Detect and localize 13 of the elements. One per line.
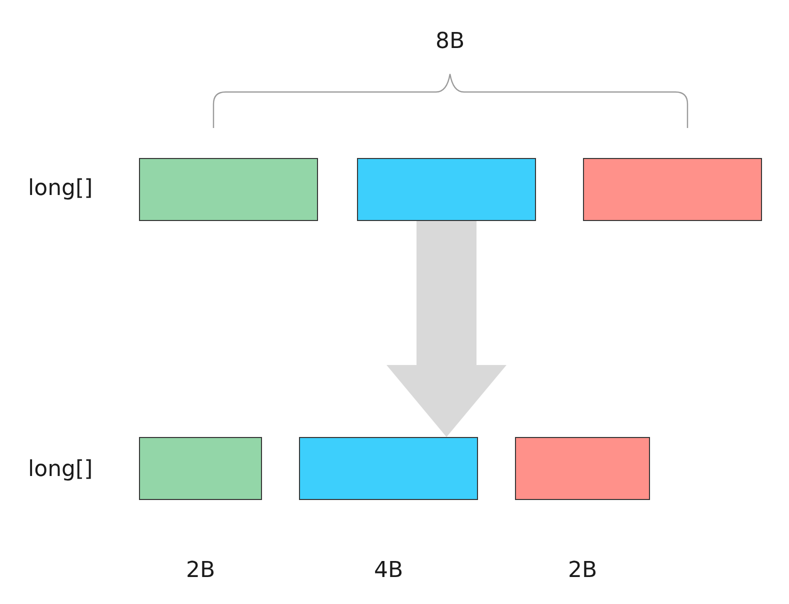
- row-label: long[]: [28, 457, 93, 483]
- size-label: 8B: [435, 29, 465, 55]
- memory-block: [139, 158, 318, 221]
- memory-block: [139, 437, 262, 500]
- size-label: 4B: [374, 558, 404, 584]
- block-arrow: [386, 221, 506, 437]
- row-label: long[]: [28, 176, 93, 202]
- memory-block: [583, 158, 762, 221]
- memory-block: [357, 158, 536, 221]
- memory-block: [515, 437, 650, 500]
- memory-block: [299, 437, 478, 500]
- size-label: 2B: [568, 558, 598, 584]
- size-label: 2B: [186, 558, 216, 584]
